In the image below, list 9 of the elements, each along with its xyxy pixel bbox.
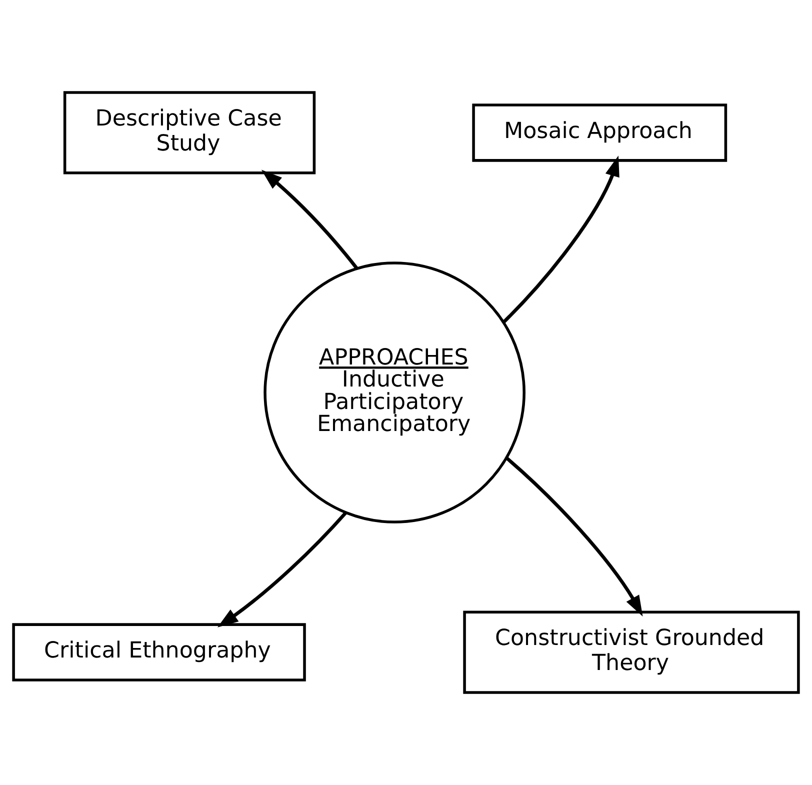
node-box: Mosaic Approach xyxy=(472,104,728,162)
node-box: Constructivist Grounded Theory xyxy=(463,610,800,694)
arrow xyxy=(502,156,620,324)
node-box: Critical Ethnography xyxy=(12,623,306,682)
node-box: Descriptive Case Study xyxy=(63,91,316,174)
arrow xyxy=(506,456,643,616)
arrow xyxy=(261,170,358,270)
arrow xyxy=(217,511,348,628)
node-circle: APPROACHES Inductive Participatory Emancipatory xyxy=(264,262,526,524)
